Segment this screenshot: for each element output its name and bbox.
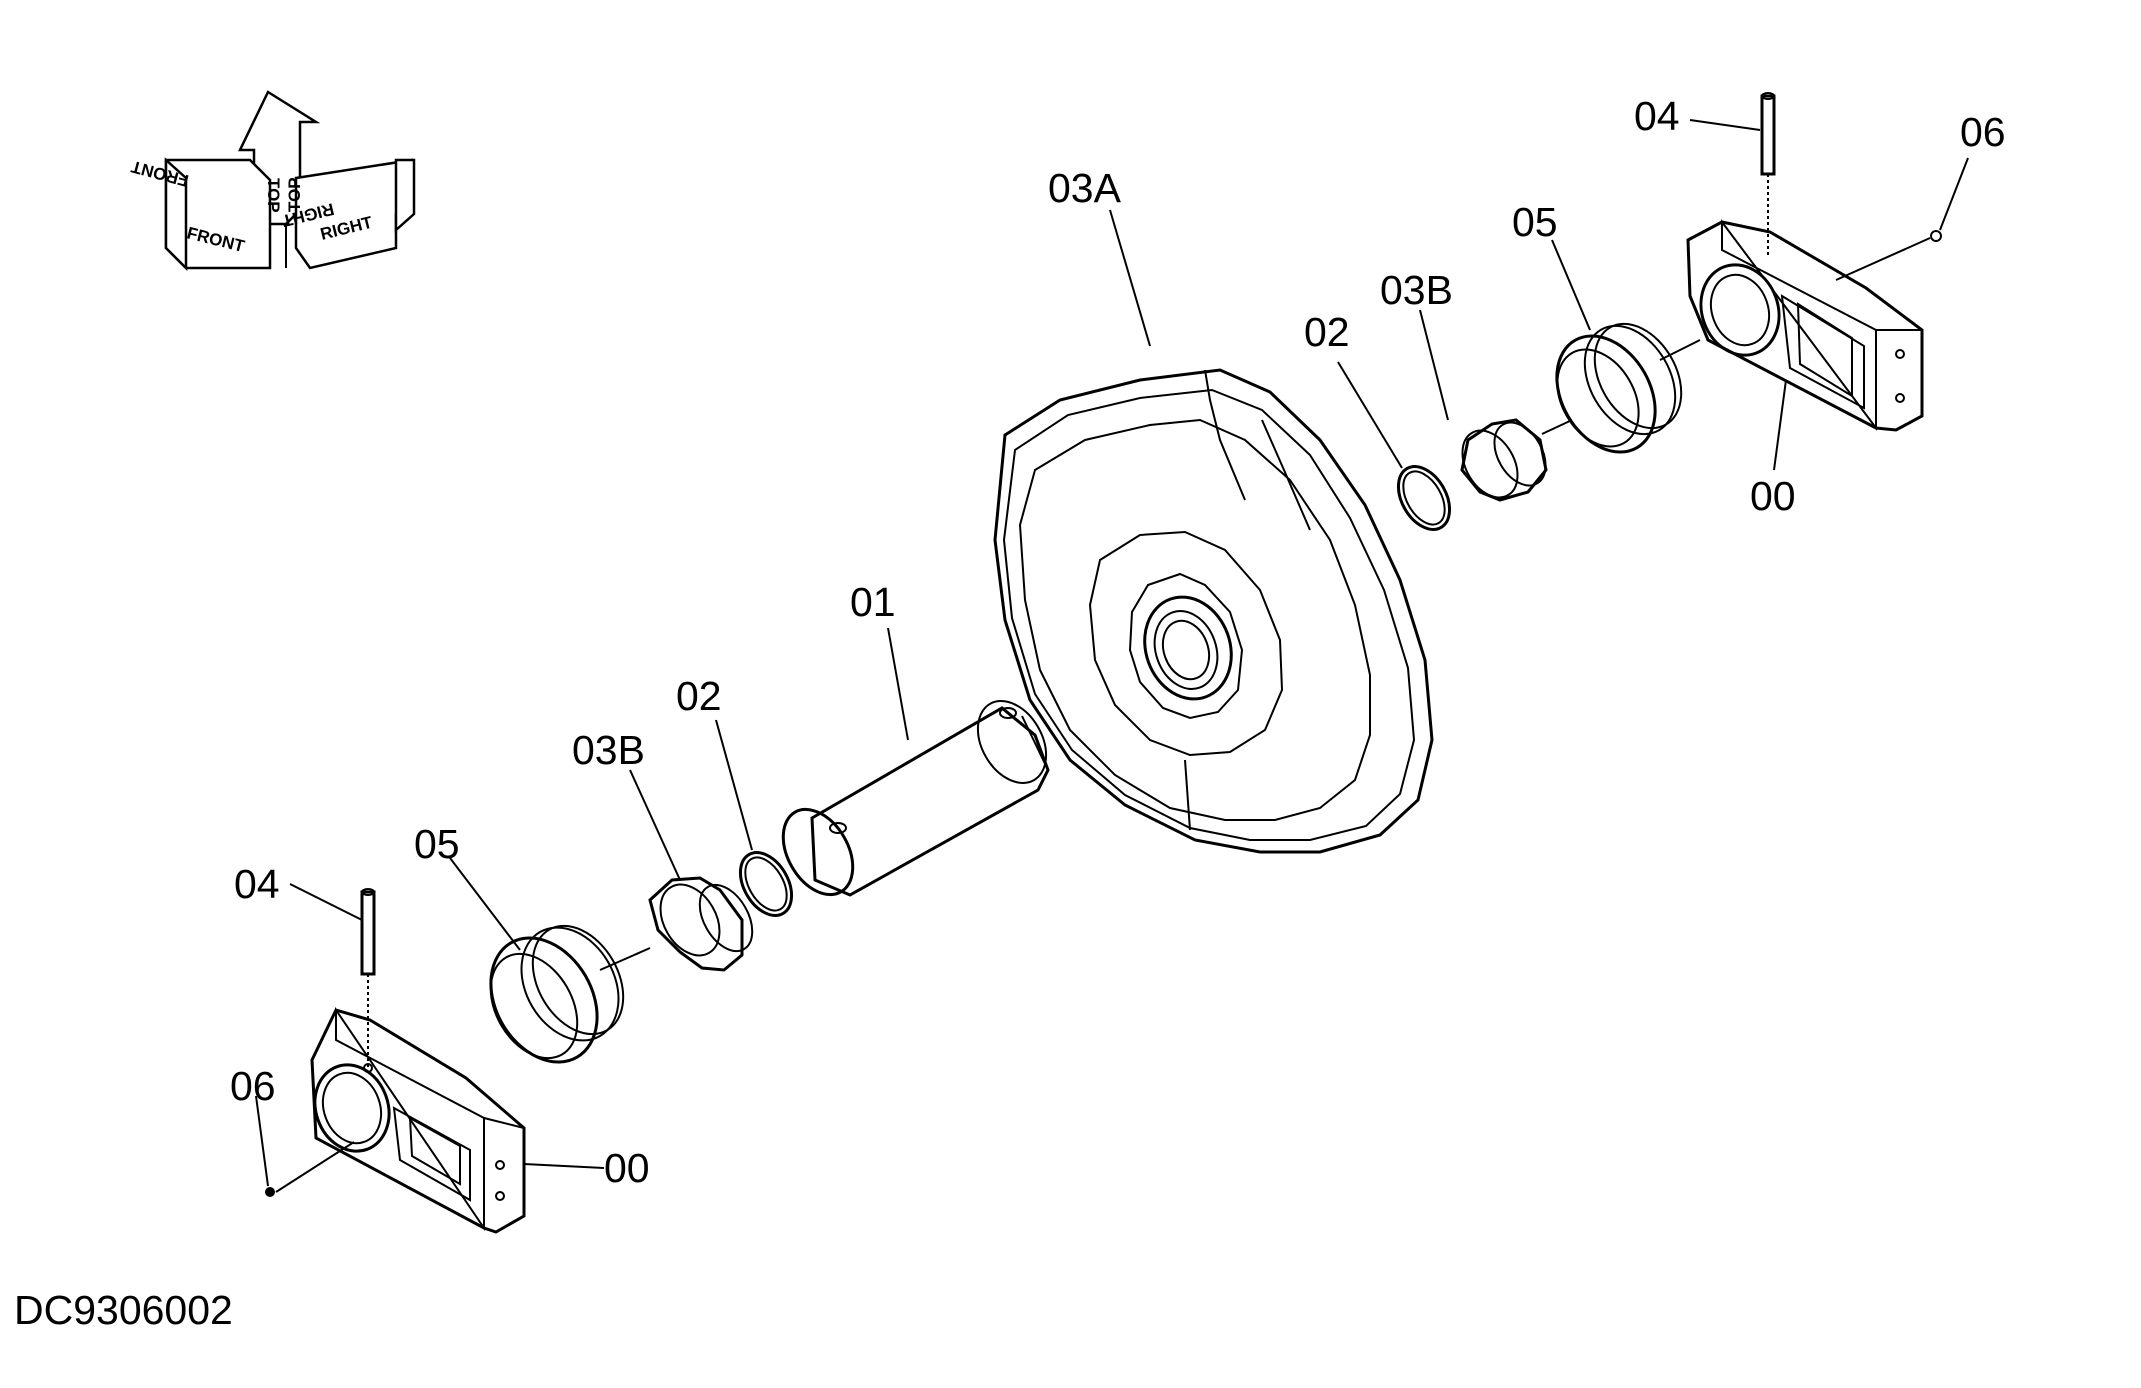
callout-04-left: 04 (234, 861, 280, 907)
shaft (781, 700, 1050, 897)
idler-wheel (993, 368, 1434, 854)
callout-02-left: 02 (676, 673, 722, 719)
callout-06-left: 06 (230, 1063, 276, 1109)
callout-00-left: 00 (604, 1145, 650, 1191)
pin-right (1760, 92, 1776, 256)
callout-labels: 03A 04 06 05 03B 02 00 01 02 03B 05 04 0… (230, 93, 2006, 1191)
seal-ring-right (1396, 465, 1452, 531)
orientation-top-label-mirror: TOP (285, 177, 304, 212)
callout-04-right: 04 (1634, 93, 1680, 139)
callout-01: 01 (850, 579, 896, 625)
pin-left (360, 888, 376, 1068)
bracket-right (1686, 218, 1931, 432)
drawing-id: DC9306002 (14, 1287, 233, 1333)
floating-seal-right (1555, 322, 1701, 454)
leader-lines (255, 119, 1969, 1187)
bushing-right (1460, 418, 1573, 502)
grease-plug-right (1930, 230, 1942, 242)
callout-03B-left: 03B (572, 727, 645, 773)
orientation-indicator: FRONT FRONT TOP TOP RIGHT RIGHT (129, 90, 416, 272)
callout-06-right: 06 (1960, 109, 2006, 155)
callout-03A: 03A (1048, 165, 1122, 211)
bracket-left (275, 1006, 526, 1234)
seal-ring-left (738, 851, 794, 917)
floating-seal-left (489, 924, 651, 1064)
callout-05-right: 05 (1512, 199, 1558, 245)
callout-02-right: 02 (1304, 309, 1350, 355)
orientation-top-label: TOP (264, 178, 283, 213)
grease-plug-left (265, 1187, 275, 1197)
callout-00-right: 00 (1750, 473, 1796, 519)
callout-05-left: 05 (414, 821, 460, 867)
callout-03B-right: 03B (1380, 267, 1453, 313)
bushing-left (648, 876, 754, 972)
